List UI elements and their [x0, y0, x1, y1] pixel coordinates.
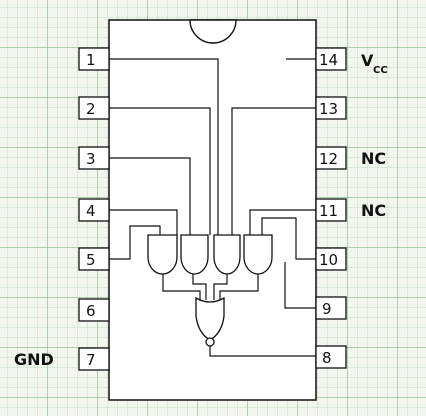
svg-text:3: 3	[86, 150, 96, 168]
and-gates	[147, 234, 273, 275]
pin-6: 6	[78, 298, 110, 322]
svg-text:V: V	[361, 51, 374, 70]
right-pins: 14 13 12 11 10 9 8	[315, 47, 347, 369]
nor-gate	[195, 296, 225, 347]
inverter-bubble	[205, 337, 215, 347]
pin-8: 8	[315, 345, 347, 369]
pin-2: 2	[78, 96, 110, 120]
svg-text:14: 14	[319, 51, 338, 69]
pin-10: 10	[315, 247, 347, 271]
svg-text:1: 1	[86, 51, 96, 69]
pin-12: 12	[315, 146, 347, 170]
and-gate-4	[243, 234, 273, 275]
svg-text:13: 13	[319, 100, 338, 118]
pin-14: 14	[315, 47, 347, 71]
pin-13: 13	[315, 96, 347, 120]
pin-9: 9	[315, 296, 347, 320]
gnd-label: GND	[14, 350, 54, 369]
svg-text:11: 11	[319, 202, 338, 220]
svg-text:5: 5	[86, 251, 96, 269]
pin-1: 1	[78, 47, 110, 71]
pin-5: 5	[78, 247, 110, 271]
svg-text:2: 2	[86, 100, 96, 118]
left-pins: 1 2 3 4 5 6 7	[78, 47, 110, 371]
internal-wiring	[109, 58, 316, 357]
and-gate-1	[147, 234, 178, 275]
pin-11: 11	[315, 198, 347, 222]
pin11-nc-label: NC	[361, 201, 386, 220]
svg-text:CC: CC	[373, 65, 388, 76]
svg-text:4: 4	[86, 202, 96, 220]
svg-text:12: 12	[319, 150, 338, 168]
svg-text:8: 8	[322, 349, 332, 367]
pin-7: 7	[78, 347, 110, 371]
vcc-label: V CC	[361, 51, 388, 76]
pin-3: 3	[78, 146, 110, 170]
and-gate-3	[213, 234, 241, 275]
svg-text:10: 10	[319, 251, 338, 269]
chip-notch	[189, 19, 237, 44]
and-gate-2	[180, 234, 209, 275]
svg-text:9: 9	[322, 300, 332, 318]
svg-text:7: 7	[86, 351, 96, 369]
pin12-nc-label: NC	[361, 149, 386, 168]
svg-text:6: 6	[86, 302, 96, 320]
pin-4: 4	[78, 198, 110, 222]
